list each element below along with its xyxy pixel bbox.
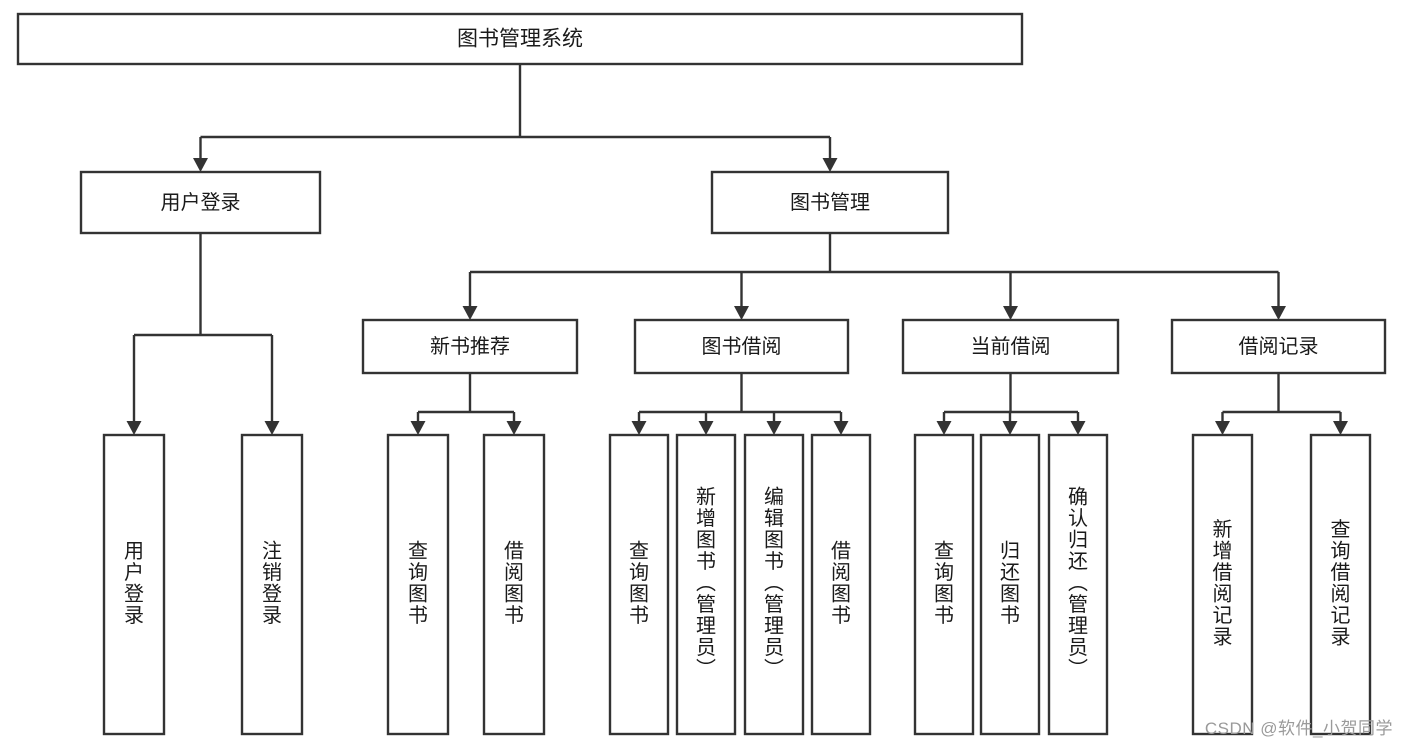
node-box-confirm-return-admin xyxy=(1047,433,1109,736)
node-label-query-book-borrow: 查询图书 xyxy=(629,540,649,628)
node-box-book-borrow xyxy=(633,318,850,375)
node-box-new-book-recommend xyxy=(361,318,579,375)
node-label-borrow-record: 借阅记录 xyxy=(1239,335,1319,358)
level3-2-to-leaves-branch-1-arrowhead xyxy=(1002,421,1018,435)
node-label-return-book-current: 归还图书 xyxy=(1000,540,1020,628)
node-confirm-return-admin[interactable]: 确认归还︵管理员︶ xyxy=(1047,433,1109,736)
user-login-to-leaves-branch-0-arrowhead xyxy=(126,421,142,435)
node-label-confirm-return-admin: 确认归还︵管理员︶ xyxy=(1068,486,1088,681)
connector-layer xyxy=(126,64,1348,435)
user-login-to-leaves-branch-1-arrowhead xyxy=(264,421,280,435)
level3-0-to-leaves-branch-0-arrowhead xyxy=(410,421,426,435)
node-box-query-book-current xyxy=(913,433,975,736)
node-book-management[interactable]: 图书管理 xyxy=(710,170,950,235)
node-add-book-admin[interactable]: 新增图书︵管理员︶ xyxy=(675,433,737,736)
node-box-book-management xyxy=(710,170,950,235)
node-root[interactable]: 图书管理系统 xyxy=(16,12,1024,66)
node-label-borrow-book-recommend: 借阅图书 xyxy=(504,540,524,628)
node-box-return-book-current xyxy=(979,433,1041,736)
node-user-login[interactable]: 用户登录 xyxy=(79,170,322,235)
node-query-book-recommend[interactable]: 查询图书 xyxy=(386,433,450,736)
node-query-book-current[interactable]: 查询图书 xyxy=(913,433,975,736)
node-user-login-leaf[interactable]: 用户登录 xyxy=(102,433,166,736)
node-label-root: 图书管理系统 xyxy=(457,28,583,51)
node-label-new-book-recommend: 新书推荐 xyxy=(430,335,510,358)
node-box-user-login-leaf xyxy=(102,433,166,736)
node-query-book-borrow[interactable]: 查询图书 xyxy=(608,433,670,736)
node-book-borrow[interactable]: 图书借阅 xyxy=(633,318,850,375)
level3-3-to-leaves-branch-1-arrowhead xyxy=(1333,421,1348,435)
level3-1-to-leaves-branch-0-arrowhead xyxy=(631,421,647,435)
node-label-add-borrow-record: 新增借阅记录 xyxy=(1213,518,1233,649)
node-borrow-book-recommend[interactable]: 借阅图书 xyxy=(482,433,546,736)
node-query-borrow-record[interactable]: 查询借阅记录 xyxy=(1309,433,1372,736)
node-add-borrow-record[interactable]: 新增借阅记录 xyxy=(1191,433,1254,736)
node-box-root xyxy=(16,12,1024,66)
node-user-logout-leaf[interactable]: 注销登录 xyxy=(240,433,304,736)
node-box-borrow-book-borrow xyxy=(810,433,872,736)
node-box-add-book-admin xyxy=(675,433,737,736)
node-label-user-login-leaf: 用户登录 xyxy=(124,541,144,628)
level3-1-to-leaves-branch-3-arrowhead xyxy=(833,421,849,435)
node-return-book-current[interactable]: 归还图书 xyxy=(979,433,1041,736)
node-label-borrow-book-borrow: 借阅图书 xyxy=(831,540,851,628)
node-new-book-recommend[interactable]: 新书推荐 xyxy=(361,318,579,375)
node-box-query-book-borrow xyxy=(608,433,670,736)
node-box-user-login xyxy=(79,170,322,235)
node-label-query-book-recommend: 查询图书 xyxy=(408,540,428,628)
root-to-level2-branch-1-arrowhead xyxy=(822,158,838,172)
node-label-book-management: 图书管理 xyxy=(790,191,870,214)
level3-1-to-leaves-branch-1-arrowhead xyxy=(698,421,714,435)
root-to-level2-branch-0-arrowhead xyxy=(193,158,208,172)
node-box-add-borrow-record xyxy=(1191,433,1254,736)
node-label-user-login: 用户登录 xyxy=(161,191,241,214)
node-label-user-logout-leaf: 注销登录 xyxy=(262,540,282,628)
node-label-query-borrow-record: 查询借阅记录 xyxy=(1331,518,1351,649)
node-label-edit-book-admin: 编辑图书︵管理员︶ xyxy=(764,486,784,681)
level3-0-to-leaves-branch-1-arrowhead xyxy=(506,421,522,435)
level3-2-to-leaves-branch-0-arrowhead xyxy=(936,421,952,435)
level3-3-to-leaves-branch-0-arrowhead xyxy=(1215,421,1230,435)
node-borrow-book-borrow[interactable]: 借阅图书 xyxy=(810,433,872,736)
level3-2-to-leaves-branch-2-arrowhead xyxy=(1070,421,1086,435)
level3-1-to-leaves-branch-2-arrowhead xyxy=(766,421,782,435)
node-box-user-logout-leaf xyxy=(240,433,304,736)
node-label-query-book-current: 查询图书 xyxy=(934,540,954,628)
node-current-borrow[interactable]: 当前借阅 xyxy=(901,318,1120,375)
watermark-text: CSDN @软件_小贺同学 xyxy=(1204,719,1393,738)
node-box-query-borrow-record xyxy=(1309,433,1372,736)
node-box-query-book-recommend xyxy=(386,433,450,736)
book-management-to-level3-branch-1-arrowhead xyxy=(734,306,749,320)
node-label-book-borrow: 图书借阅 xyxy=(702,335,782,358)
node-borrow-record[interactable]: 借阅记录 xyxy=(1170,318,1387,375)
node-label-add-book-admin: 新增图书︵管理员︶ xyxy=(696,486,716,681)
node-box-current-borrow xyxy=(901,318,1120,375)
node-edit-book-admin[interactable]: 编辑图书︵管理员︶ xyxy=(743,433,805,736)
node-box-edit-book-admin xyxy=(743,433,805,736)
book-management-to-level3-branch-2-arrowhead xyxy=(1003,306,1018,320)
node-box-borrow-book-recommend xyxy=(482,433,546,736)
node-box-borrow-record xyxy=(1170,318,1387,375)
node-layer: 图书管理系统用户登录图书管理用户登录注销登录新书推荐图书借阅当前借阅借阅记录查询… xyxy=(16,12,1387,736)
book-management-to-level3-branch-0-arrowhead xyxy=(462,306,478,320)
book-management-to-level3-branch-3-arrowhead xyxy=(1271,306,1286,320)
node-label-current-borrow: 当前借阅 xyxy=(971,335,1051,358)
